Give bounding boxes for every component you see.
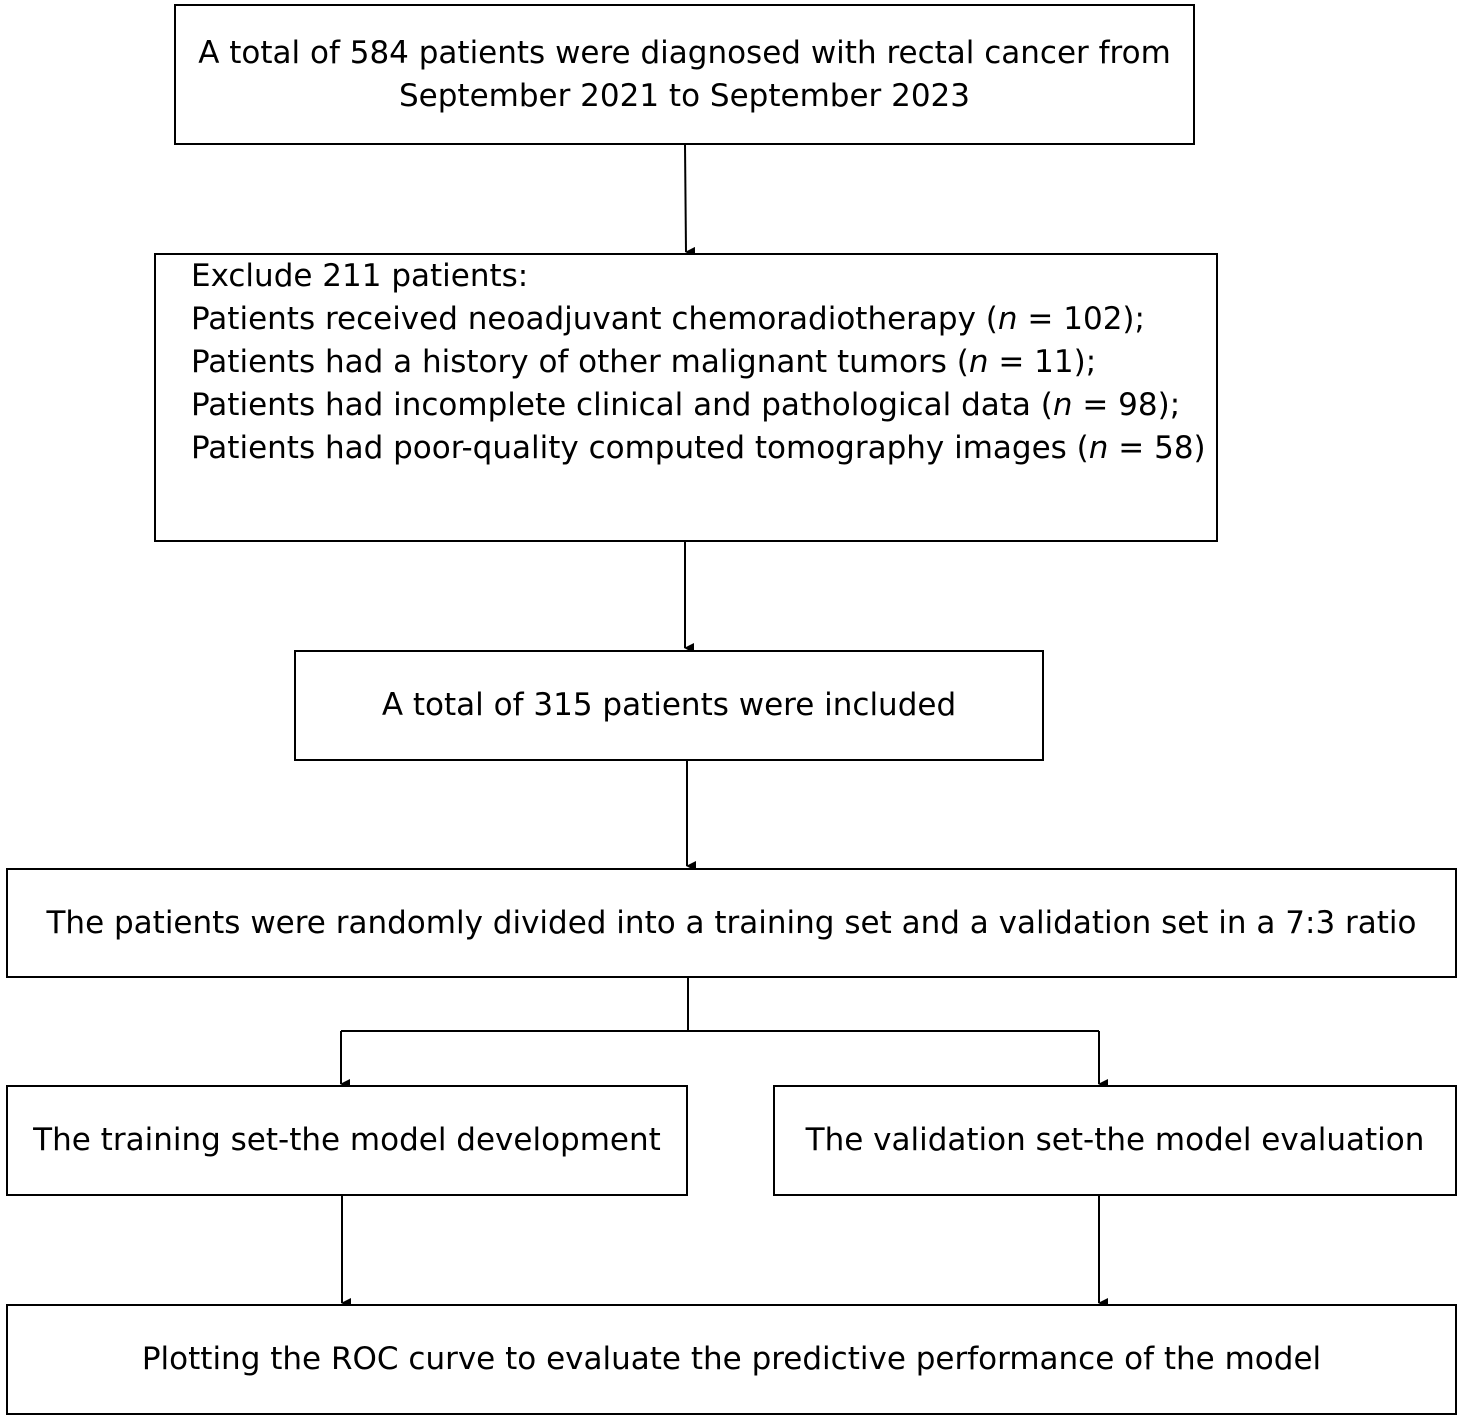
exclusion-criterion: Patients had poor-quality computed tomog… <box>191 430 1206 466</box>
arrow-diagnosed-to-excluded <box>684 144 696 257</box>
roc-text: Plotting the ROC curve to evaluate the p… <box>141 1341 1322 1377</box>
validation-set-text: The validation set-the model evaluation <box>805 1122 1425 1158</box>
validation-set-box: The validation set-the model evaluation <box>773 1085 1457 1196</box>
exclusion-heading: Exclude 211 patients: <box>191 258 529 294</box>
exclusion-box: Exclude 211 patients: Patients received … <box>154 253 1218 542</box>
included-box: A total of 315 patients were included <box>294 650 1044 761</box>
exclusion-criterion: Patients received neoadjuvant chemoradio… <box>191 301 1145 337</box>
diagnosed-line-2: September 2021 to September 2023 <box>398 77 971 114</box>
training-set-text: The training set-the model development <box>33 1122 661 1158</box>
diagnosed-box: A total of 584 patients were diagnosed w… <box>174 4 1195 145</box>
roc-box: Plotting the ROC curve to evaluate the p… <box>6 1304 1457 1415</box>
diagnosed-line-1: A total of 584 patients were diagnosed w… <box>198 34 1171 71</box>
random-split-box: The patients were randomly divided into … <box>6 868 1457 978</box>
exclusion-criterion: Patients had a history of other malignan… <box>191 344 1097 380</box>
random-split-text: The patients were randomly divided into … <box>46 904 1417 941</box>
exclusion-criterion: Patients had incomplete clinical and pat… <box>191 387 1181 423</box>
training-set-box: The training set-the model development <box>6 1085 688 1196</box>
included-text: A total of 315 patients were included <box>381 687 957 723</box>
